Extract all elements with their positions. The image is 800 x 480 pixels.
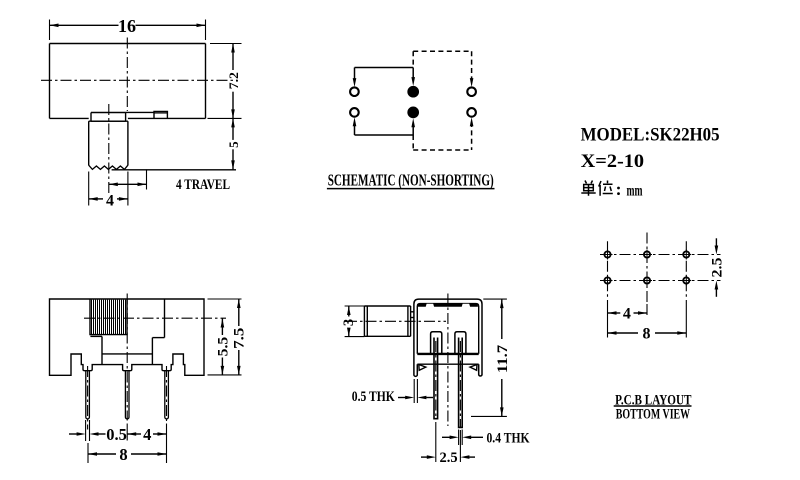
svg-text:BOTTOM VIEW: BOTTOM VIEW: [616, 407, 691, 423]
svg-text:X=2-10: X=2-10: [581, 152, 645, 172]
svg-text:P.C.B LAYOUT: P.C.B LAYOUT: [615, 392, 692, 408]
svg-text:3: 3: [341, 319, 357, 326]
svg-text:2.5: 2.5: [439, 450, 457, 466]
svg-text:5: 5: [226, 141, 241, 148]
svg-text:mm: mm: [627, 182, 643, 199]
svg-text:0.5: 0.5: [106, 425, 127, 444]
svg-text:11.7: 11.7: [495, 345, 511, 373]
svg-text:8: 8: [119, 445, 127, 464]
svg-text:4: 4: [623, 306, 631, 323]
svg-text:4: 4: [106, 192, 114, 209]
svg-text:0.5 THK: 0.5 THK: [352, 389, 395, 405]
svg-text:0.4 THK: 0.4 THK: [487, 431, 530, 447]
svg-text:8: 8: [643, 326, 651, 343]
svg-text:4: 4: [143, 425, 151, 444]
svg-text:4 TRAVEL: 4 TRAVEL: [176, 177, 230, 193]
svg-text:7.5: 7.5: [232, 328, 248, 349]
svg-text:5.5: 5.5: [215, 337, 231, 356]
svg-text:MODEL:SK22H05: MODEL:SK22H05: [581, 126, 720, 146]
svg-text:16: 16: [118, 16, 136, 36]
svg-text:2.5: 2.5: [710, 258, 726, 278]
svg-text:SCHEMATIC (NON-SHORTING): SCHEMATIC (NON-SHORTING): [328, 170, 494, 189]
svg-text:7.2: 7.2: [226, 72, 241, 89]
